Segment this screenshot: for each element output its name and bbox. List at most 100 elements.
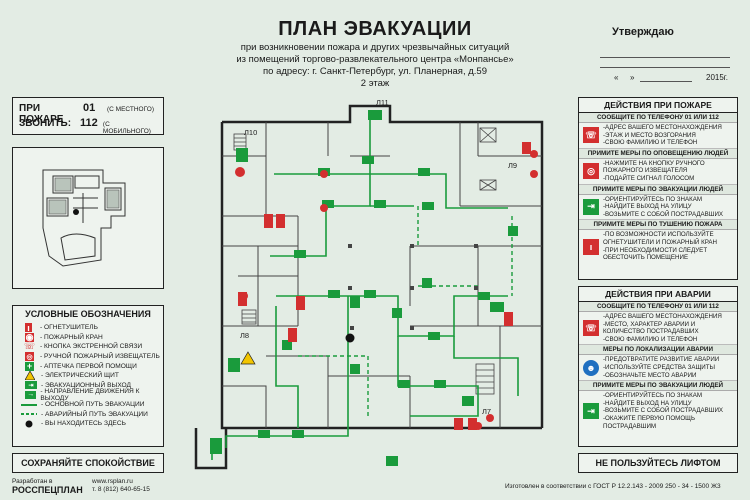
instruction-line: -АДРЕС ВАШЕГО МЕСТОНАХОЖДЕНИЯ <box>603 313 722 320</box>
date-quote-close: » <box>630 73 635 82</box>
floor-label: 2 этаж <box>360 78 390 89</box>
instruction-line: -ОРИЕНТИРУЙТЕСЬ ПО ЗНАКАМ <box>603 392 702 400</box>
instruction-line: ОБЕСТОЧИТЬ ПОМЕЩЕНИЕ <box>603 254 689 262</box>
room-label-l8: Л8 <box>240 331 249 340</box>
accident-section-heading: СООБЩИТЕ ПО ТЕЛЕФОНУ 01 ИЛИ 112 <box>579 302 737 312</box>
minimap-drawing <box>42 169 126 267</box>
keep-calm-banner: СОХРАНЯЙТЕ СПОКОЙСТВИЕ <box>12 453 164 473</box>
fire-section-heading: ПРИМИТЕ МЕРЫ ПО ТУШЕНИЮ ПОЖАРА <box>579 220 737 231</box>
instruction-line: -ВОЗЬМИТЕ С СОБОЙ ПОСТРАДАВШИХ <box>603 210 724 218</box>
instruction-line: -ВОЗЬМИТЕ С СОБОЙ ПОСТРАДАВШИХ <box>603 407 724 415</box>
no-lift-banner: НЕ ПОЛЬЗУЙТЕСЬ ЛИФТОМ <box>578 453 738 473</box>
legend-item: ◉ - ПОЖАРНЫЙ КРАН <box>13 332 163 343</box>
instruction-line: -АДРЕС ВАШЕГО МЕСТОНАХОЖДЕНИЯ <box>603 124 722 131</box>
accident-actions-title: ДЕЙСТВИЯ ПРИ АВАРИИ <box>579 287 737 302</box>
instruction-line: -ПРИ НЕОБХОДИМОСТИ СЛЕДУЕТ <box>603 246 708 254</box>
developer-contacts: www.rsplan.ru т. 8 (812) 640-65-15 <box>92 478 150 494</box>
accident-actions-panel: ДЕЙСТВИЯ ПРИ АВАРИИ СООБЩИТЕ ПО ТЕЛЕФОНУ… <box>578 286 738 447</box>
exit-icon: ⇥ <box>25 381 37 390</box>
legend-label: - АПТЕЧКА ПЕРВОЙ ПОМОЩИ <box>40 362 137 370</box>
legend-label: - ОГНЕТУШИТЕЛЬ <box>40 324 98 332</box>
minimap-you-are-here <box>73 209 79 215</box>
fire-number-local: 01 <box>83 102 96 114</box>
exit-icon: ⇥ <box>583 403 599 420</box>
developer-site: www.rsplan.ru <box>92 478 133 485</box>
phone-icon: ☏ <box>583 127 599 144</box>
extinguisher-icon: ı <box>583 238 599 255</box>
legend-item: - АВАРИЙНЫЙ ПУТЬ ЭВАКУАЦИИ <box>13 409 163 419</box>
approve-label: Утверждаю <box>612 26 674 38</box>
developer-label: Разработан в <box>12 478 53 485</box>
accident-section-localize: ☻ -ПРЕДОТВРАТИТЕ РАЗВИТИЕ АВАРИИ -ИСПОЛЬ… <box>579 355 737 382</box>
signature-line <box>600 57 730 58</box>
legend-item: - ЭЛЕКТРИЧЕСКИЙ ЩИТ <box>13 371 163 381</box>
page-title: ПЛАН ЭВАКУАЦИИ <box>278 18 472 40</box>
fire-section-call: ☏ -АДРЕС ВАШЕГО МЕСТОНАХОЖДЕНИЯ -ЭТАЖ И … <box>579 123 737 149</box>
legend-title: УСЛОВНЫЕ ОБОЗНАЧЕНИЯ <box>25 309 151 319</box>
instruction-line: -ПРЕДОТВРАТИТЕ РАЗВИТИЕ АВАРИИ <box>603 356 720 364</box>
instruction-line: ПОСТРАДАВШИМ <box>603 422 657 430</box>
legend-label: - НАПРАВЛЕНИЕ ДВИЖЕНИЯ К ВЫХОДУ <box>40 387 140 402</box>
instruction-line: -ПО ВОЗМОЖНОСТИ ИСПОЛЬЗУЙТЕ <box>603 231 714 239</box>
subtitle-line-3: по адресу: г. Санкт-Петербург, ул. Плане… <box>263 66 487 77</box>
first-aid-icon: + <box>25 361 34 372</box>
floor-plan: Л11 Л10 Л9 Л8 Л7 <box>178 96 572 478</box>
date-quote-open: « <box>614 73 619 82</box>
fire-section-extinguish: ı -ПО ВОЗМОЖНОСТИ ИСПОЛЬЗУЙТЕ ОГНЕТУШИТЕ… <box>579 230 737 262</box>
instruction-line: ПОЖАРНОГО ИЗВЕЩАТЕЛЯ <box>603 167 688 175</box>
accident-section-call: ☏ -АДРЕС ВАШЕГО МЕСТОНАХОЖДЕНИЯ -МЕСТО, … <box>579 312 737 346</box>
developer-name: РОССПЕЦПЛАН <box>12 485 83 495</box>
legend-item: → - НАПРАВЛЕНИЕ ДВИЖЕНИЯ К ВЫХОДУ <box>13 387 163 402</box>
signature-line-2 <box>600 67 730 68</box>
legend-item: ☏ - КНОПКА ЭКСТРЕННОЙ СВЯЗИ <box>13 341 163 352</box>
room-label-l10: Л10 <box>244 128 257 137</box>
legend-item: ⇥ - ЭВАКУАЦИОННЫЙ ВЫХОД <box>13 381 163 391</box>
fire-number-mobile-note: (С МОБИЛЬНОГО) <box>102 121 151 135</box>
instruction-line: -МЕСТО, ХАРАКТЕР АВАРИИ И <box>603 320 696 328</box>
legend-label: - РУЧНОЙ ПОЖАРНЫЙ ИЗВЕЩАТЕЛЬ <box>40 353 160 361</box>
fire-section-evacuate: ⇥ -ОРИЕНТИРУЙТЕСЬ ПО ЗНАКАМ -НАЙДИТЕ ВЫХ… <box>579 195 737 221</box>
room-label-l11: Л11 <box>376 98 389 107</box>
floor-plan-drawing: Л11 Л10 Л9 Л8 Л7 <box>194 98 544 470</box>
alarm-button-icon: ◎ <box>25 352 34 362</box>
subtitle-line-2: из помещений торгово-развлекательного це… <box>236 54 514 65</box>
protective-gear-icon: ☻ <box>583 359 599 376</box>
legend-item: ı - ОГНЕТУШИТЕЛЬ <box>13 323 163 333</box>
direction-icon: → <box>25 390 37 399</box>
legend-label: - ВЫ НАХОДИТЕСЬ ЗДЕСЬ <box>41 420 126 428</box>
instruction-line: -СВОЮ ФАМИЛИЮ И ТЕЛЕФОН <box>603 139 698 147</box>
subtitle-line-1: при возникновении пожара и других чрезвы… <box>240 42 510 53</box>
legend-label: - ОСНОВНОЙ ПУТЬ ЭВАКУАЦИИ <box>41 401 145 409</box>
developer-phone: т. 8 (812) 640-65-15 <box>92 486 150 493</box>
call-label: ЗВОНИТЬ: <box>19 118 72 129</box>
instruction-line: -НАЙДИТЕ ВЫХОД НА УЛИЦУ <box>603 399 692 407</box>
electric-panel-icon <box>25 371 35 381</box>
legend-label: - ПОЖАРНЫЙ КРАН <box>40 333 103 341</box>
fire-number-local-note: (С МЕСТНОГО) <box>107 106 154 113</box>
emergency-route-line <box>21 410 37 418</box>
instruction-line: ОГНЕТУШИТЕЛИ И ПОЖАРНЫЙ КРАН <box>603 238 718 246</box>
date-year: 2015г. <box>706 73 728 82</box>
fire-call-label: ПРИ ПОЖАРЕ <box>19 103 64 125</box>
fire-section-heading: ПРИМИТЕ МЕРЫ ПО ОПОВЕЩЕНИЮ ЛЮДЕЙ <box>579 148 737 159</box>
legend-label: - КНОПКА ЭКСТРЕННОЙ СВЯЗИ <box>40 343 143 351</box>
instruction-line: -ОКАЖИТЕ ПЕРВУЮ ПОМОЩЬ <box>603 414 696 422</box>
date-month-line <box>640 81 692 82</box>
instruction-line: -ОБОЗНАЧЬТЕ МЕСТО АВАРИИ <box>603 371 697 379</box>
fire-section-alert: ◎ -НАЖМИТЕ НА КНОПКУ РУЧНОГО ПОЖАРНОГО И… <box>579 159 737 185</box>
fire-number-mobile: 112 <box>80 117 98 129</box>
instruction-line: -ПОДАЙТЕ СИГНАЛ ГОЛОСОМ <box>603 174 695 182</box>
fire-call-box: ПРИ ПОЖАРЕ 01 (С МЕСТНОГО) ЗВОНИТЬ: 112 … <box>12 97 164 135</box>
phone-icon: ☏ <box>583 320 599 337</box>
legend-label: - ЭВАКУАЦИОННЫЙ ВЫХОД <box>41 381 131 389</box>
emergency-phone-icon: ☏ <box>23 341 36 352</box>
legend-item: + - АПТЕЧКА ПЕРВОЙ ПОМОЩИ <box>13 361 163 371</box>
fire-actions-panel: ДЕЙСТВИЯ ПРИ ПОЖАРЕ СООБЩИТЕ ПО ТЕЛЕФОНУ… <box>578 97 738 280</box>
you-are-here-dot <box>21 420 37 428</box>
instruction-line: КОЛИЧЕСТВО ПОСТРАДАВШИХ <box>603 328 699 336</box>
developer-credit: Разработан в РОССПЕЦПЛАН <box>12 478 83 496</box>
accident-section-heading: МЕРЫ ПО ЛОКАЛИЗАЦИИ АВАРИИ <box>579 345 737 356</box>
instruction-line: -ЭТАЖ И МЕСТО ВОЗГОРАНИЯ <box>603 131 696 139</box>
legend-label: - ЭЛЕКТРИЧЕСКИЙ ЩИТ <box>41 372 119 380</box>
legend-panel: УСЛОВНЫЕ ОБОЗНАЧЕНИЯ ı - ОГНЕТУШИТЕЛЬ ◉ … <box>12 305 164 447</box>
